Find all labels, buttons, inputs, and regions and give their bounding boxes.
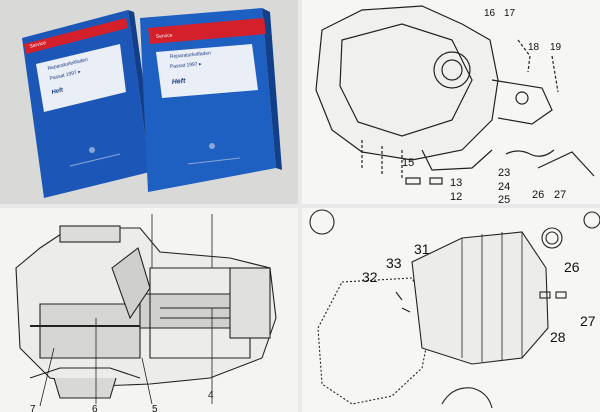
section-part-labels: 7 6 5 4 [30,390,214,412]
label-17: 17 [504,8,516,19]
label-16: 16 [484,8,496,19]
binder-right-heft: Heft [172,78,187,86]
label-4: 4 [208,390,214,401]
section-outline [15,225,277,399]
label-28: 28 [550,329,566,345]
exploded-housing-drawing: 32 33 31 26 28 27 [302,208,600,412]
label-25: 25 [498,194,510,204]
gearbox-cross-section-drawing: 7 6 5 4 [0,208,298,412]
label-18: 18 [528,42,540,53]
label-26: 26 [564,259,580,275]
label-33: 33 [386,255,402,271]
binder-left-brand: Service [29,40,47,50]
label-5: 5 [152,404,158,412]
housing-outline [315,5,595,185]
label-15: 15 [402,157,414,169]
label-12: 12 [450,191,462,203]
gearbox-part-labels: 16 17 18 19 15 13 12 23 24 25 26 27 [402,8,566,204]
exploded-part-labels: 32 33 31 26 28 27 [362,241,596,345]
label-19: 19 [550,42,562,53]
label-27: 27 [580,313,596,329]
label-6: 6 [92,404,98,412]
binder-right-title: Reparaturleitfaden [170,50,212,60]
binder-left-heft: Heft [51,87,65,96]
label-27: 27 [554,189,566,201]
binder-right-brand: Service [156,33,173,40]
label-24: 24 [498,181,510,193]
binder-right: Service Reparaturleitfaden Passat 1997 ▸… [140,8,282,192]
binder-left: Service Reparaturleitfaden Passat 1997 ▸… [22,10,156,198]
label-26: 26 [532,189,544,201]
exploded-outline [309,209,600,409]
label-7: 7 [30,404,36,412]
gearbox-housing-drawing: 16 17 18 19 15 13 12 23 24 25 26 27 [302,0,600,204]
label-31: 31 [414,241,430,257]
label-13: 13 [450,177,462,189]
label-32: 32 [362,269,378,285]
binder-right-subtitle: Passat 1997 ▸ [170,61,203,70]
leader-lines [39,214,213,407]
label-23: 23 [498,167,510,179]
repair-manual-binders-photo: Service Reparaturleitfaden Passat 1997 ▸… [0,0,298,204]
